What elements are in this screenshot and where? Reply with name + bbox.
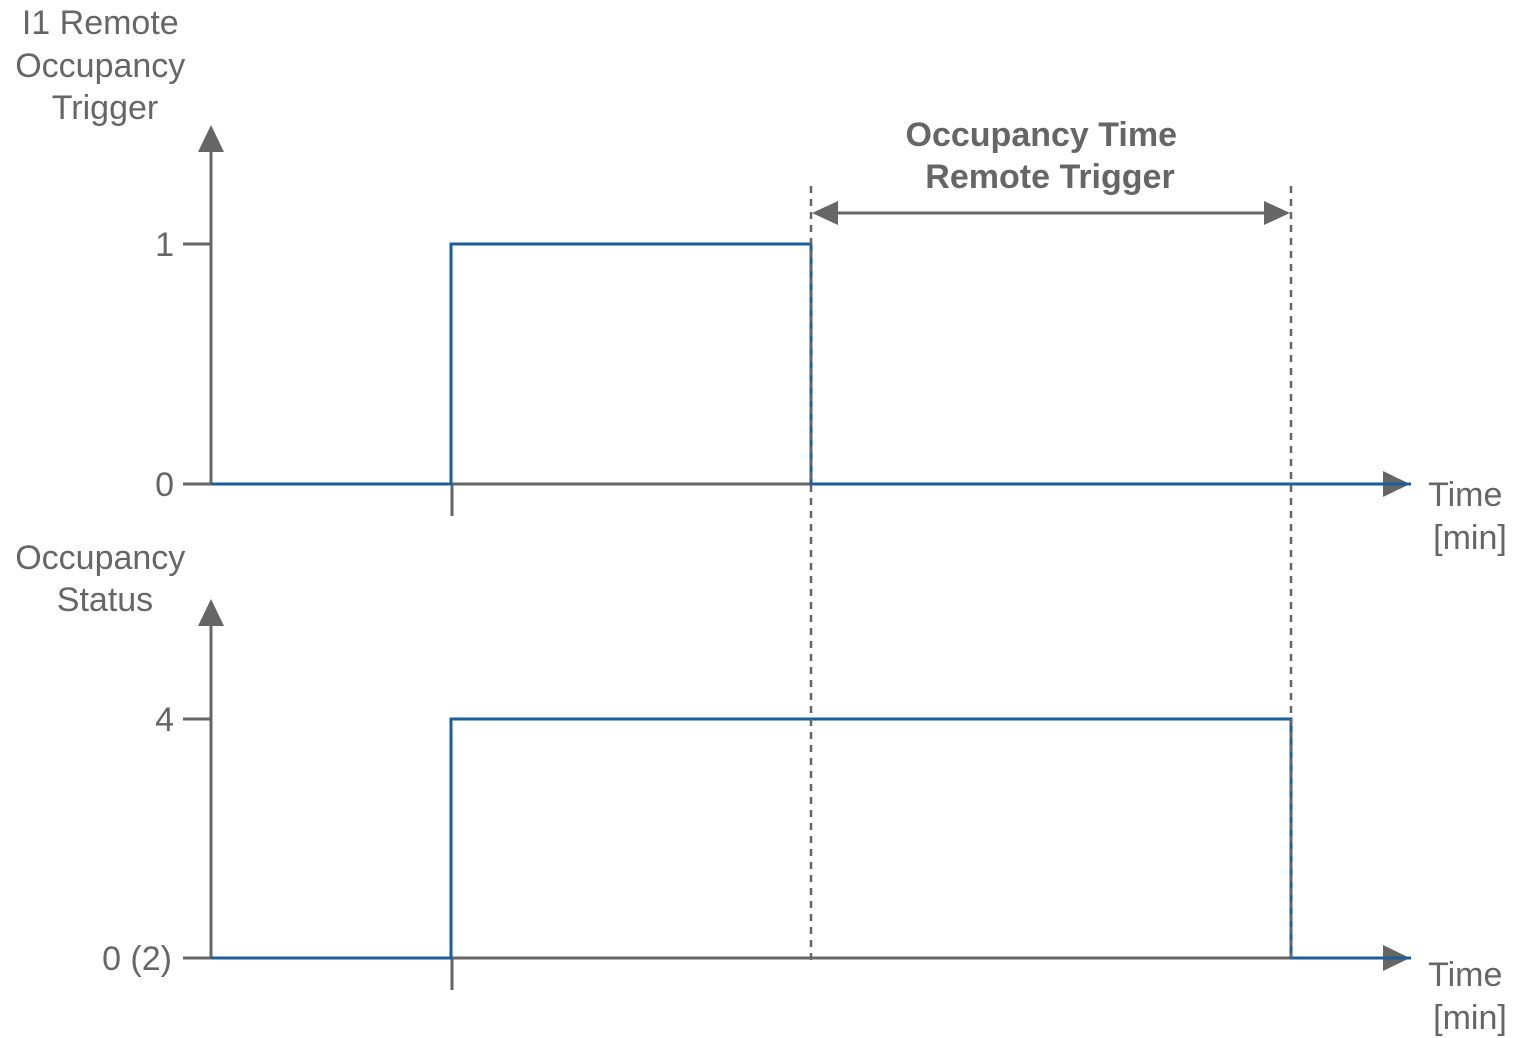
bottom-plot: Occupancy Status 4 0 (2) Time [min] (15, 539, 1512, 1037)
duration-arrowhead-left (812, 201, 838, 225)
top-x-axis-title: Time [min] (1428, 476, 1512, 557)
occupancy-time-annotation: Occupancy Time Remote Trigger (809, 116, 1293, 965)
duration-arrowhead-right (1264, 201, 1290, 225)
bottom-y-tick-label-4: 4 (155, 701, 174, 739)
bottom-y-title-line-1: Occupancy (15, 539, 185, 577)
bottom-y-axis-title: Occupancy Status (15, 539, 195, 619)
top-y-tick-label-0: 0 (155, 466, 174, 504)
top-y-axis-arrowhead (198, 125, 224, 152)
top-signal-trace (211, 242, 1411, 486)
top-y-axis-title: I1 Remote Occupancy Trigger (15, 4, 195, 127)
top-plot: I1 Remote Occupancy Trigger 1 0 Time [mi… (15, 4, 1512, 557)
occupancy-time-label: Occupancy Time Remote Trigger (906, 116, 1187, 196)
bottom-y-tick-label-0: 0 (2) (102, 940, 172, 978)
annotation-line-1: Occupancy Time (906, 116, 1178, 154)
annotation-line-2: Remote Trigger (925, 158, 1174, 196)
top-x-title-line-2: [min] (1433, 519, 1507, 557)
bottom-x-axis-title: Time [min] (1428, 956, 1512, 1037)
top-x-title-line-1: Time (1428, 476, 1502, 514)
bottom-y-title-line-2: Status (57, 581, 153, 619)
bottom-signal-trace (211, 717, 1411, 960)
bottom-x-title-line-2: [min] (1433, 999, 1507, 1037)
bottom-x-title-line-1: Time (1428, 956, 1502, 994)
top-y-title-line-1: I1 Remote (22, 4, 179, 42)
top-y-title-line-2: Occupancy (15, 47, 185, 85)
top-y-title-line-3: Trigger (52, 89, 158, 127)
top-y-tick-label-1: 1 (155, 226, 174, 264)
bottom-y-axis-arrowhead (198, 599, 224, 626)
